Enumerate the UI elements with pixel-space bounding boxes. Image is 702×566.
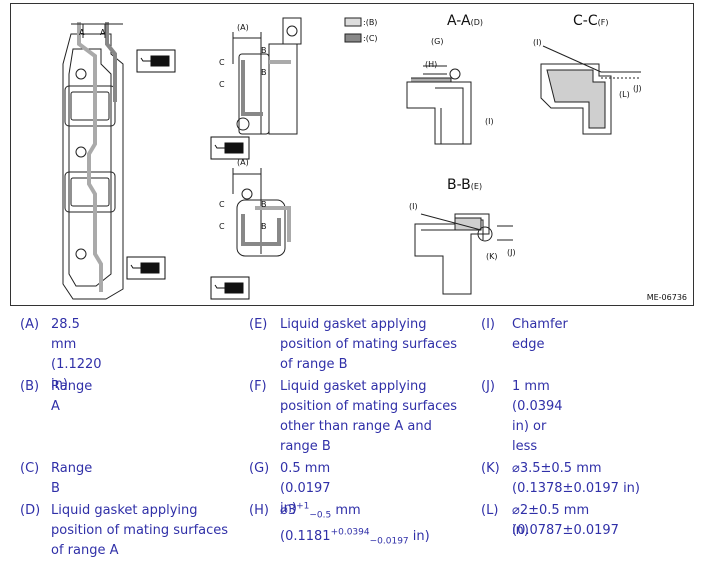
callout-k: (K) [486, 252, 498, 261]
legend-item: (D) Liquid gasket applying position of m… [20, 501, 240, 561]
legend-value: Range B [51, 461, 93, 496]
legend-key: (F) [249, 379, 267, 394]
section-cc-title: C-C(F) [573, 13, 609, 29]
legend-value: position of mating surfaces [280, 399, 458, 414]
swatch-label-c: :(C) [363, 34, 378, 43]
legend-value: Liquid gasket applying [280, 317, 427, 332]
swatch-range-a [344, 17, 362, 27]
legend-value: of range B [280, 357, 348, 372]
callout-b: B [261, 68, 267, 77]
legend-value: ⌀2±0.5 mm (0.0787±0.0197 [512, 503, 619, 538]
gasket-tube-icon [136, 49, 176, 73]
callout-a: A [100, 28, 106, 37]
callout-i: (I) [485, 117, 494, 126]
callout-dim-a: (A) [237, 158, 249, 167]
detail-lower-drawing [232, 168, 286, 257]
gasket-bead-upper [241, 60, 263, 116]
legend-value: Range A [51, 379, 93, 414]
legend-key: (K) [481, 461, 500, 476]
legend-value: ⌀3.5±0.5 mm [512, 461, 602, 476]
section-bb-title: B-B(E) [447, 177, 483, 193]
legend-key: (C) [20, 461, 40, 476]
callout-c: C [219, 222, 225, 231]
section-aa-drawing [406, 65, 472, 145]
legend-key: (I) [481, 317, 495, 332]
figure-id: ME-06736 [646, 293, 687, 302]
callout-c: C [219, 58, 225, 67]
swatch-label-b: :(B) [363, 18, 378, 27]
callout-a: A [79, 28, 85, 37]
legend-key: (E) [249, 317, 268, 332]
legend-value: 28.5 mm (1.1220 in) [51, 317, 102, 392]
swatch-range-b [344, 33, 362, 43]
legend-item: (E) Liquid gasket applying position of m… [249, 315, 469, 375]
gasket-bead-left [77, 22, 103, 292]
legend-item: (H) ⌀3+1−0.5 mm (0.1181+0.0394−0.0197 in… [249, 501, 469, 551]
gasket-tube-icon [210, 136, 250, 160]
callout-b: B [261, 200, 267, 209]
gasket-tube-icon [210, 276, 250, 300]
legend-key: (H) [249, 503, 269, 518]
legend-key: (B) [20, 379, 40, 394]
legend-value: of range A [51, 543, 119, 558]
gasket-bead-lower [241, 214, 281, 246]
legend-value: (0.1378±0.0197 in) [512, 481, 640, 496]
section-aa-title: A-A(D) [447, 13, 483, 29]
gasket-tube-icon [126, 256, 166, 280]
legend-value: in) [512, 523, 529, 538]
callout-h: (H) [425, 60, 438, 69]
legend-value-tolerance: ⌀3+1−0.5 mm [280, 501, 361, 521]
callout-j: (J) [507, 248, 516, 257]
callout-b: B [261, 46, 267, 55]
section-cc-drawing [540, 45, 641, 135]
legend-item: (F) Liquid gasket applying position of m… [249, 377, 469, 457]
section-bb-drawing [414, 213, 513, 295]
legend-value: other than range A and [280, 419, 432, 434]
callout-b: B [261, 222, 267, 231]
diagram-drawing [62, 17, 641, 300]
callout-j: (J) [633, 84, 642, 93]
legend-value: position of mating surfaces [51, 523, 229, 538]
legend-value: position of mating surfaces [280, 337, 458, 352]
legend-value: Chamfer edge [512, 317, 568, 352]
legend-key: (G) [249, 461, 270, 476]
callout-dim-a: (A) [237, 23, 249, 32]
callout-c: C [219, 80, 225, 89]
legend-value: Liquid gasket applying [280, 379, 427, 394]
legend-value: 1 mm (0.0394 in) or less [512, 379, 563, 454]
legend-key: (J) [481, 379, 495, 394]
callout-i: (I) [533, 38, 542, 47]
legend-key: (A) [20, 317, 40, 332]
legend-item: (K) ⌀3.5±0.5 mm (0.1378±0.0197 in) [481, 459, 696, 499]
legend-value: range B [280, 439, 331, 454]
legend-item: (L) ⌀2±0.5 mm (0.0787±0.0197 in) [481, 501, 696, 541]
legend-key: (D) [20, 503, 41, 518]
legend-value: Liquid gasket applying [51, 503, 198, 518]
callout-g: (G) [431, 37, 444, 46]
gasket-bead-right [105, 22, 117, 102]
callout-c: C [219, 200, 225, 209]
callout-l: (L) [619, 90, 630, 99]
gasket-bead-lower-b [255, 206, 291, 242]
legend-value-tolerance: (0.1181+0.0394−0.0197 in) [280, 527, 430, 547]
legend-key: (L) [481, 503, 499, 518]
diagram-figure: A A (A) (A) C C B B C C B B :(B) :(C) A-… [10, 3, 694, 306]
callout-i: (I) [409, 202, 418, 211]
legend-value: 0.5 mm (0.0197 in) [280, 461, 331, 516]
detail-upper-drawing [232, 17, 302, 135]
